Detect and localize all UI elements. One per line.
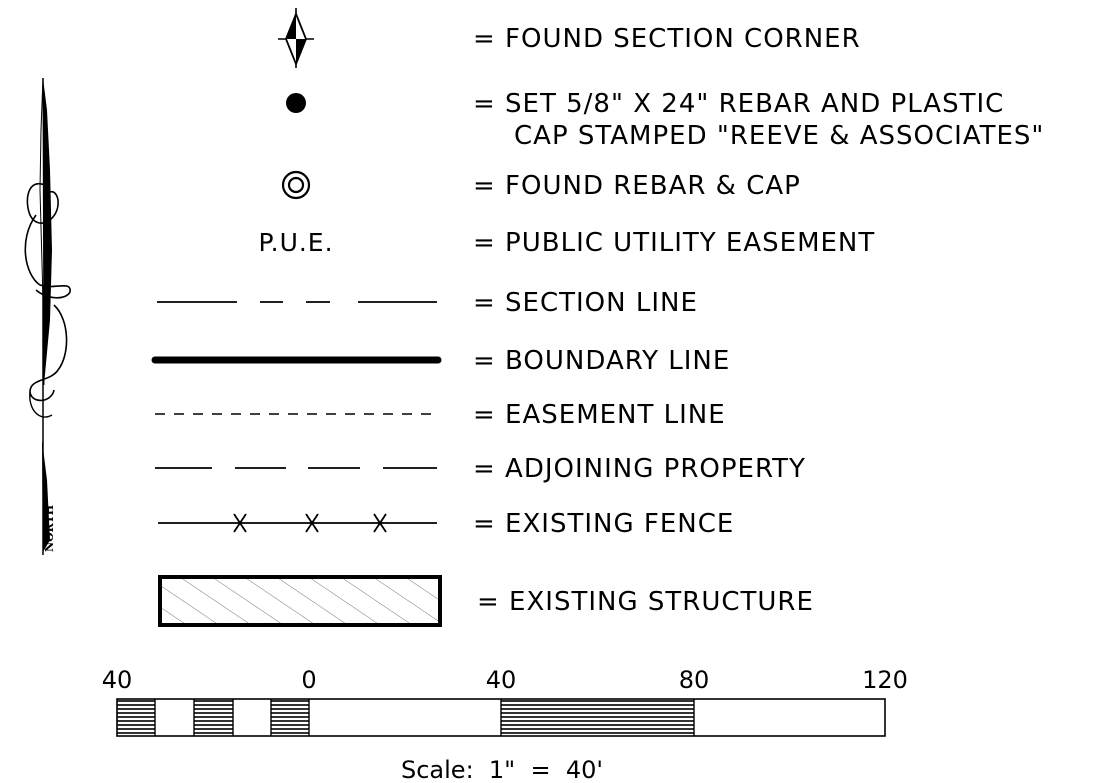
boundary-line-label: = BOUNDARY LINE: [473, 346, 730, 376]
easement-line-label: = EASEMENT LINE: [473, 400, 726, 430]
set-rebar-label-line-1: = SET 5/8" X 24" REBAR AND PLASTIC: [473, 89, 1004, 119]
scale-caption: Scale: 1" = 40': [401, 756, 603, 783]
legend-descriptions: = FOUND SECTION CORNER = SET 5/8" X 24" …: [473, 24, 1044, 617]
north-arrow: NORTH: [24, 77, 71, 555]
found-section-corner-label: = FOUND SECTION CORNER: [473, 24, 861, 54]
found-rebar-cap-symbol: [281, 170, 311, 200]
scale-tick-label-left-40: 40: [102, 666, 133, 694]
existing-structure-label: = EXISTING STRUCTURE: [477, 587, 814, 617]
scale-bar: 40 0 40 80 120 Scale: 1" = 40': [102, 666, 908, 783]
pue-label: = PUBLIC UTILITY EASEMENT: [473, 228, 875, 258]
set-rebar-label-line-2: CAP STAMPED "REEVE & ASSOCIATES": [514, 121, 1044, 151]
existing-fence-label: = EXISTING FENCE: [473, 509, 734, 539]
adjoining-property-label: = ADJOINING PROPERTY: [473, 454, 806, 484]
north-label: NORTH: [43, 505, 56, 552]
scale-tick-label-0: 0: [301, 666, 316, 694]
existing-fence-symbol: [158, 513, 437, 533]
section-line-label: = SECTION LINE: [473, 288, 698, 318]
scale-tick-label-120: 120: [862, 666, 908, 694]
found-rebar-cap-label: = FOUND REBAR & CAP: [473, 171, 801, 201]
scale-tick-label-40: 40: [486, 666, 517, 694]
pue-symbol-text: P.U.E.: [258, 228, 333, 257]
set-rebar-symbol: [286, 93, 306, 113]
scale-tick-label-80: 80: [679, 666, 710, 694]
existing-structure-symbol: [158, 575, 442, 627]
found-section-corner-symbol: [278, 8, 314, 68]
